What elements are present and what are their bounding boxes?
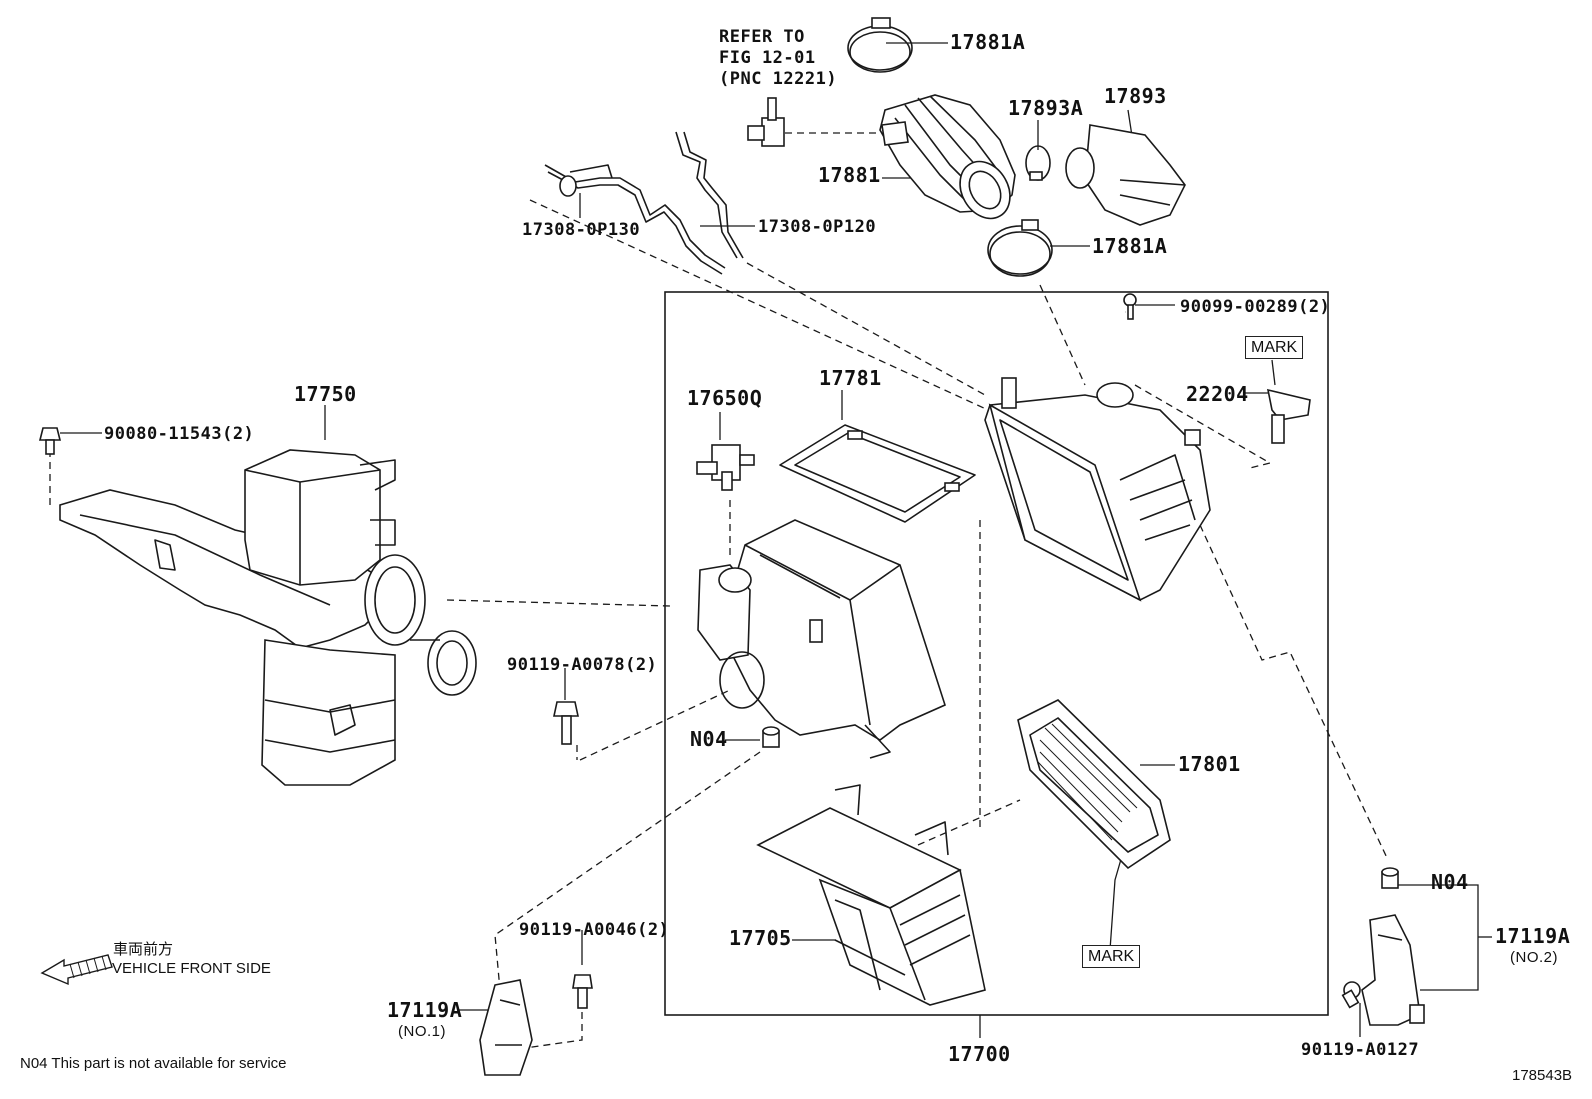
dashed-connection-lines [49, 132, 1389, 1049]
filter-element-17801 [1017, 699, 1171, 870]
front-direction-en: VEHICLE FRONT SIDE [112, 960, 271, 977]
label-17893A: 17893A [1008, 96, 1084, 120]
mark-label-top: MARK [1245, 336, 1304, 359]
bolt-90119-A0046 [572, 974, 593, 1009]
air-cleaner-cap [984, 377, 1211, 602]
front-direction-jp: 車両前方 [113, 941, 174, 958]
label-17700: 17700 [948, 1042, 1011, 1066]
lower-case-17705 [756, 784, 986, 1006]
bolt-90119-A0127 [1341, 981, 1361, 1009]
label-17650Q: 17650Q [687, 386, 763, 410]
label-90080-11543: 90080-11543(2) [104, 424, 255, 444]
refer-note-line2: FIG 12-01 [719, 48, 816, 68]
label-17308-0P120: 17308-0P120 [758, 217, 877, 237]
label-no2: (NO.2) [1510, 949, 1558, 966]
label-17119A-right: 17119A [1495, 924, 1571, 948]
bracket-17119A-no1 [479, 979, 533, 1076]
gasket-17781 [779, 424, 976, 523]
label-22204: 22204 [1186, 382, 1249, 406]
grommet-N04-center [762, 726, 780, 748]
assembly-frame [664, 291, 1329, 1016]
label-90119-A0046: 90119-A0046(2) [519, 920, 670, 940]
refer-note: REFER TO FIG 12-01 (PNC 12221) [719, 27, 837, 90]
vsv-17650Q [696, 444, 755, 491]
bracket-17119A-no2 [1361, 914, 1425, 1026]
hatched-arrow-left-icon [40, 954, 113, 986]
grommet-N04-right [1381, 867, 1399, 889]
refer-note-line1: REFER TO [719, 27, 805, 47]
hose-clamp-17881A-bottom [987, 219, 1053, 277]
label-17781: 17781 [819, 366, 882, 390]
label-17893: 17893 [1104, 84, 1167, 108]
label-17750: 17750 [294, 382, 357, 406]
intake-hose-17881 [879, 94, 1016, 220]
air-intake-duct-17750 [59, 449, 477, 786]
label-17881A-top: 17881A [950, 30, 1026, 54]
label-90119-A0127: 90119-A0127 [1301, 1040, 1420, 1060]
air-cleaner-case [697, 519, 946, 759]
screw-90099-00289 [1123, 293, 1137, 320]
refer-note-line3: (PNC 12221) [719, 69, 838, 89]
bolt-90080-11543 [38, 427, 62, 455]
vacuum-fitting [747, 97, 785, 147]
mark-label-bottom: MARK [1082, 945, 1141, 968]
hose-17308-0P120 [675, 131, 744, 259]
label-17881: 17881 [818, 163, 881, 187]
clamp-17893A [1025, 145, 1051, 181]
hose-clamp-17881A-top [847, 17, 913, 73]
label-17119A-left: 17119A [387, 998, 463, 1022]
footnote: N04 This part is not available for servi… [20, 1055, 287, 1072]
label-90099-00289: 90099-00289(2) [1180, 297, 1331, 317]
figure-id: 178543B [1512, 1067, 1573, 1084]
label-N04-center: N04 [690, 727, 728, 751]
label-no1: (NO.1) [398, 1023, 446, 1040]
airflow-sensor-22204 [1266, 388, 1311, 444]
resonator-17893 [1065, 124, 1186, 226]
label-17308-0P130: 17308-0P130 [522, 220, 641, 240]
label-17881A-bottom: 17881A [1092, 234, 1168, 258]
label-17801: 17801 [1178, 752, 1241, 776]
label-N04-right: N04 [1431, 870, 1469, 894]
bolt-90119-A0078 [553, 701, 579, 745]
label-90119-A0078: 90119-A0078(2) [507, 655, 658, 675]
hose-17308-0P130 [544, 164, 726, 275]
label-17705: 17705 [729, 926, 792, 950]
